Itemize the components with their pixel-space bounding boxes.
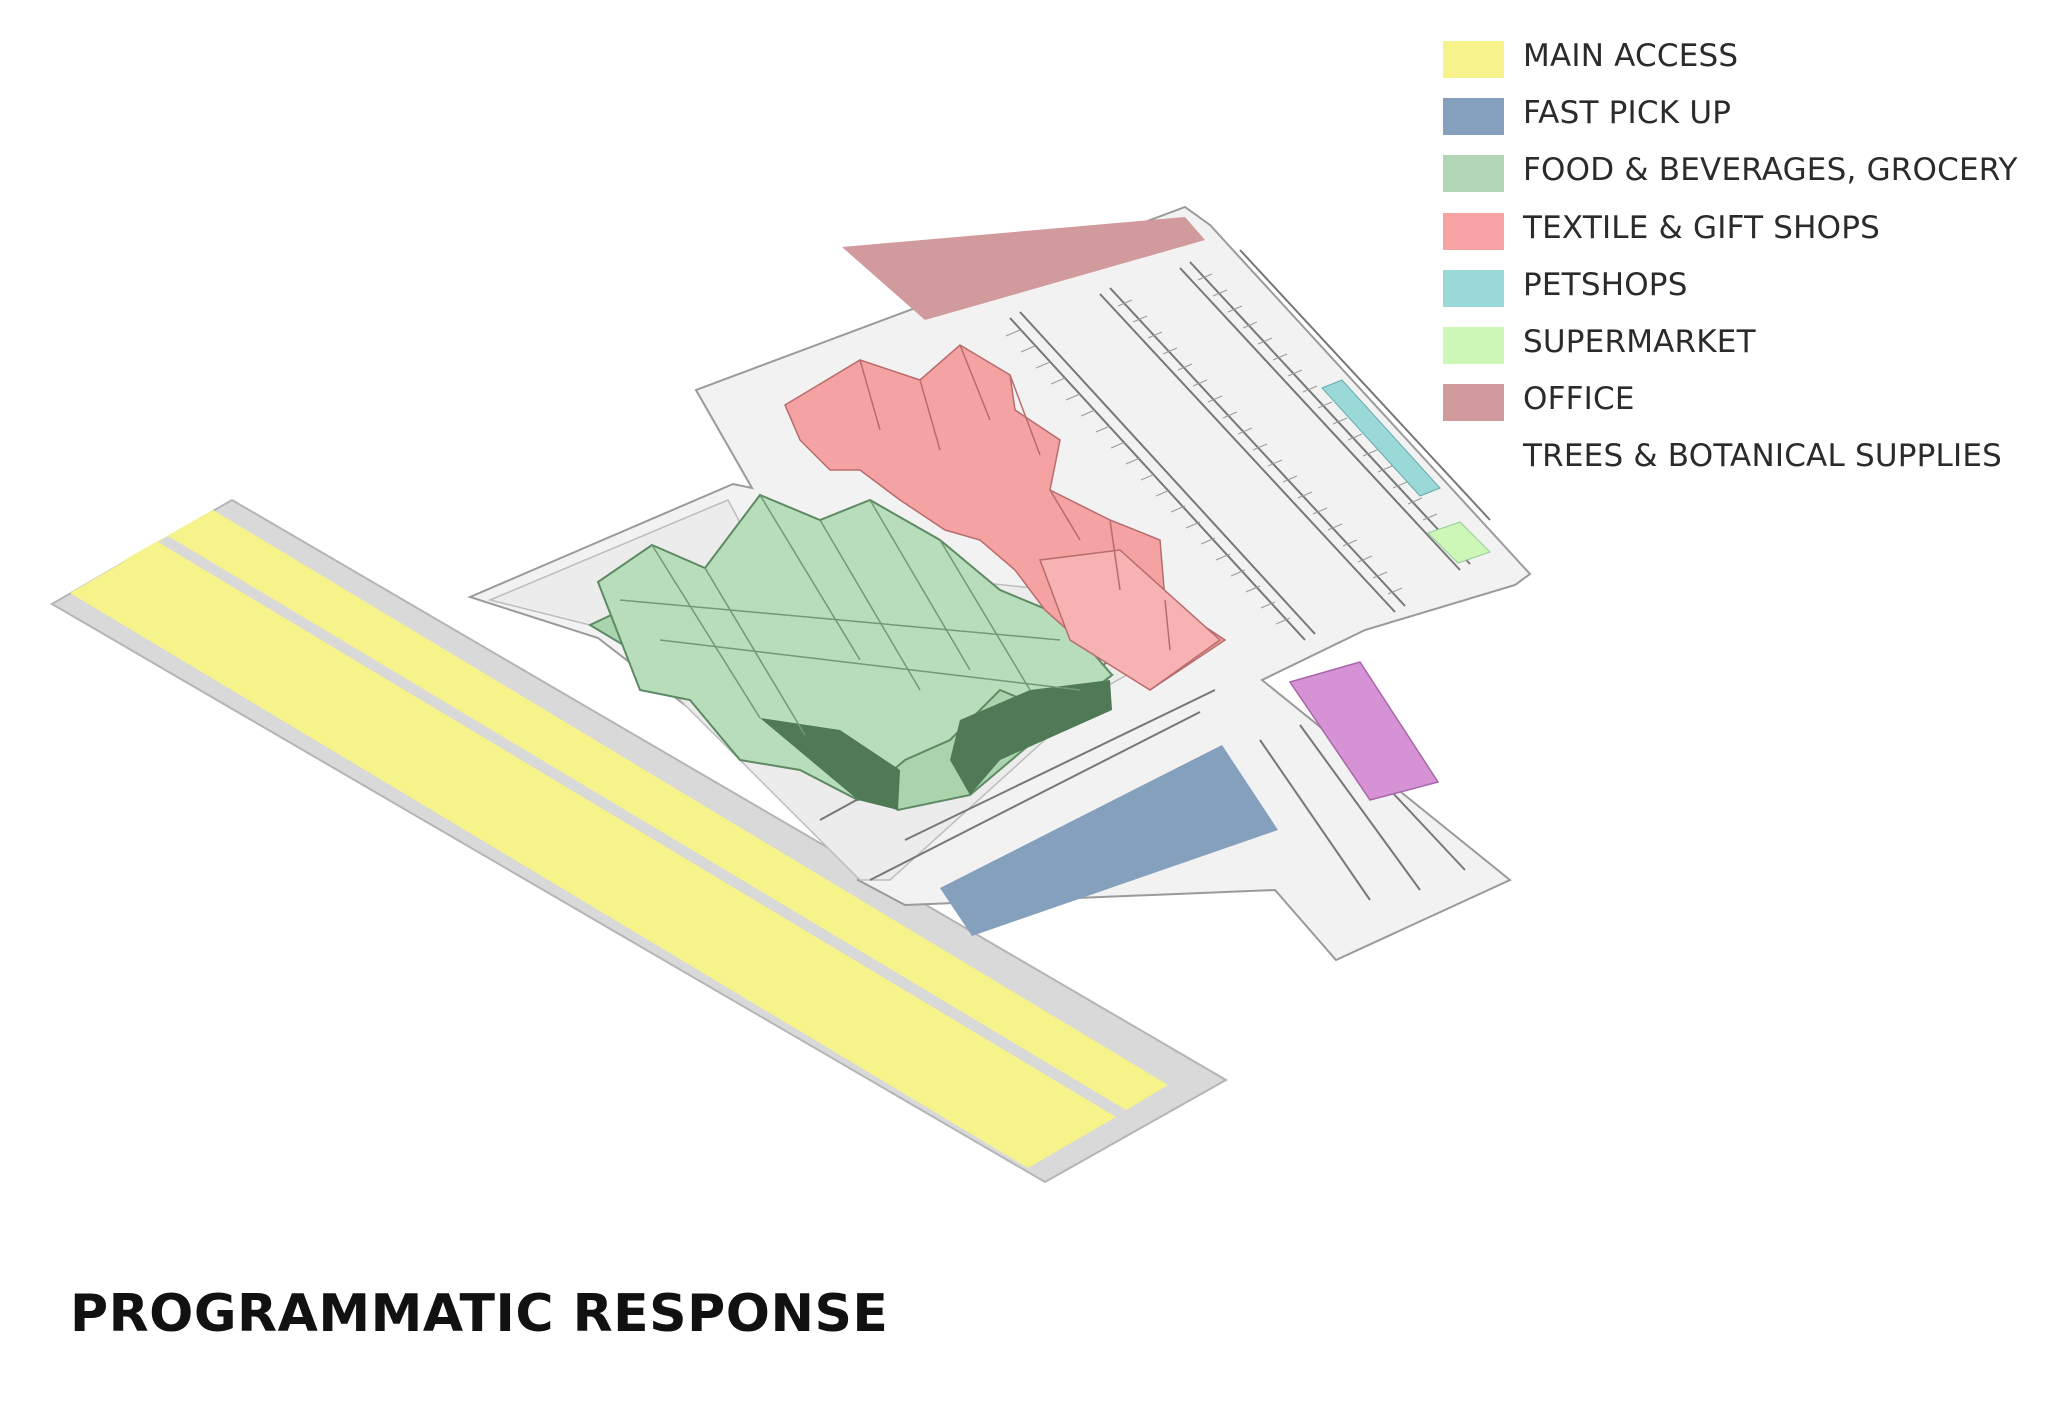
legend-item-textile-gift: TEXTILE & GIFT SHOPS xyxy=(1440,208,2040,265)
legend-label-trees-botanical: TREES & BOTANICAL SUPPLIES xyxy=(1523,438,2003,475)
legend-swatch-petshops-teal xyxy=(1443,269,1504,307)
legend-item-main-access: MAIN ACCESS xyxy=(1440,36,2040,93)
legend-swatch-food-beverages xyxy=(1443,155,1504,193)
parking-ticks xyxy=(1005,273,1468,625)
textile-gift-buildings xyxy=(784,344,1227,691)
petshops-strip xyxy=(1321,379,1441,497)
legend-swatch-textile-gift xyxy=(1443,212,1504,250)
legend-item-office: OFFICE xyxy=(1440,379,2040,436)
legend-swatch-main-access xyxy=(1443,41,1504,78)
legend-item-food-beverages: FOOD & BEVERAGES, GROCERY xyxy=(1440,150,2040,207)
legend-label-textile-gift: TEXTILE & GIFT SHOPS xyxy=(1523,209,1881,246)
legend-label-office: OFFICE xyxy=(1523,381,1635,418)
legend-swatch-fast-pick-up xyxy=(1443,98,1504,136)
legend: MAIN ACCESS FAST PICK UP FOOD & BEVERAGE… xyxy=(1440,36,2040,494)
legend-swatch-office xyxy=(1443,384,1504,422)
legend-label-main-access: MAIN ACCESS xyxy=(1523,38,1739,74)
legend-item-supermarket: SUPERMARKET xyxy=(1440,322,2040,379)
office-block xyxy=(842,217,1205,320)
legend-label-petshops-teal: PETSHOPS xyxy=(1523,266,1688,303)
fast-pickup-area xyxy=(940,745,1278,936)
legend-item-fast-pick-up: FAST PICK UP xyxy=(1440,93,2040,150)
legend-swatch-supermarket xyxy=(1443,326,1504,364)
main-access-road xyxy=(50,498,1229,1184)
page-title: PROGRAMMATIC RESPONSE xyxy=(70,1284,889,1344)
legend-label-food-beverages: FOOD & BEVERAGES, GROCERY xyxy=(1523,152,2018,189)
supermarket-block xyxy=(1427,521,1491,564)
legend-label-fast-pick-up: FAST PICK UP xyxy=(1523,95,1732,132)
legend-label-supermarket: SUPERMARKET xyxy=(1523,323,1756,360)
food-grocery-building xyxy=(587,493,1114,812)
petshop-block xyxy=(1288,661,1440,801)
legend-item-petshops-teal: PETSHOPS xyxy=(1440,265,2040,322)
legend-item-trees-botanical: TREES & BOTANICAL SUPPLIES xyxy=(1440,436,2040,493)
